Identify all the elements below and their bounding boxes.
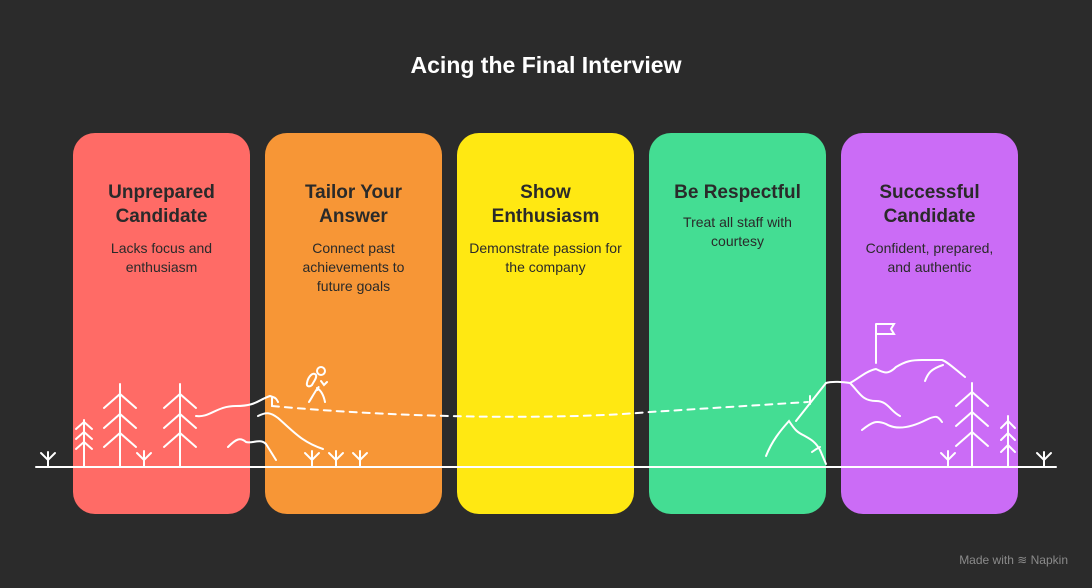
stage-title: Tailor Your Answer <box>304 182 403 227</box>
hill-icon <box>195 359 966 465</box>
stage-card-successful: Successful Candidate Confident, prepared… <box>841 133 1018 514</box>
stage-description: Treat all staff with courtesy <box>683 214 792 249</box>
stage-description: Connect past achievements to future goal… <box>302 240 405 294</box>
stage-description: Confident, prepared, and authentic <box>865 240 994 275</box>
stage-title: Unprepared Candidate <box>108 182 215 227</box>
grass-icon <box>40 450 1052 467</box>
stage-title: Be Respectful <box>674 182 801 203</box>
brand-name: Napkin <box>1030 553 1068 567</box>
flag-icon <box>875 323 896 364</box>
stage-card-unprepared: Unprepared Candidate Lacks focus and ent… <box>73 133 250 514</box>
journey-path <box>271 401 809 418</box>
stage-card-respectful: Be Respectful Treat all staff with court… <box>649 133 826 514</box>
stage-description: Lacks focus and enthusiasm <box>110 240 213 275</box>
stage-card-enthusiasm: Show Enthusiasm Demonstrate passion for … <box>457 133 634 514</box>
tree-icon <box>75 382 1016 468</box>
stage-title: Successful Candidate <box>879 182 980 227</box>
made-with-napkin: Made with ≋ Napkin <box>959 553 1068 567</box>
page-title: Acing the Final Interview <box>410 52 682 78</box>
stage-description: Demonstrate passion for the company <box>469 240 622 275</box>
stage-title: Show Enthusiasm <box>491 182 600 227</box>
stage-card-tailor: Tailor Your Answer Connect past achievem… <box>265 133 442 514</box>
made-with-label: Made with <box>959 553 1014 567</box>
hiker-icon <box>305 366 328 403</box>
path-marker <box>271 395 811 407</box>
napkin-logo-icon: ≋ <box>1017 553 1028 567</box>
